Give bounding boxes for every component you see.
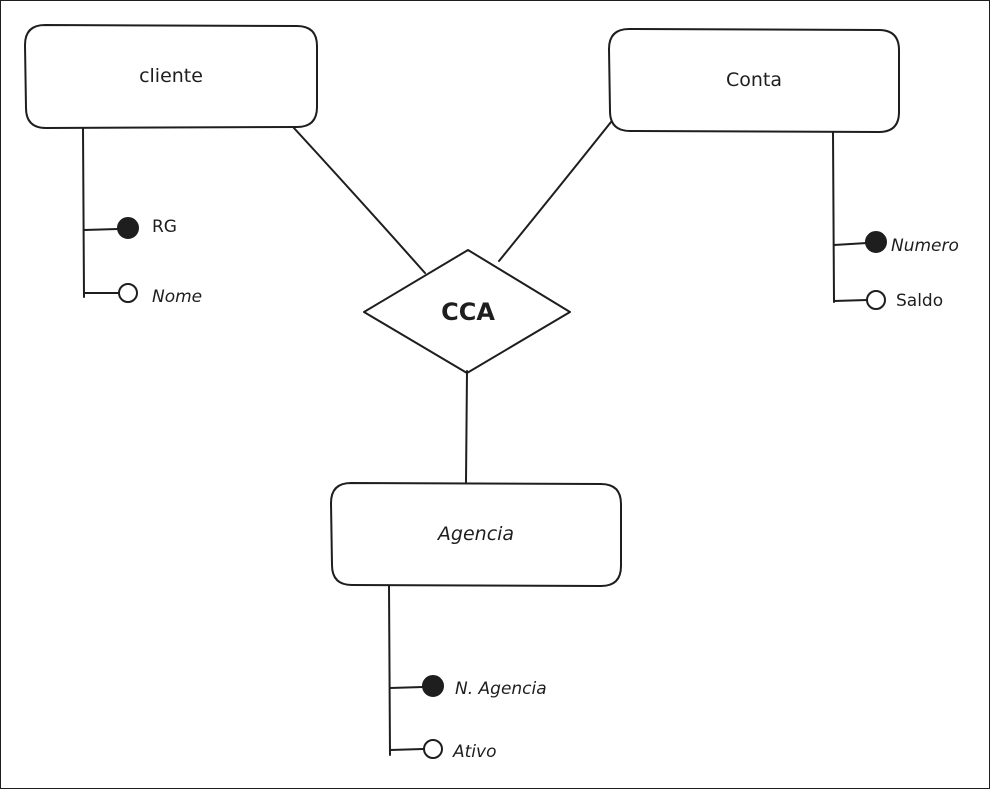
attribute-connector (389, 748, 424, 751)
attribute-connector (389, 686, 424, 689)
entity-cliente-label: cliente (139, 65, 203, 87)
attribute-marker-icon (866, 290, 886, 310)
attribute-connector (833, 242, 868, 246)
entity-agencia-label: Agencia (436, 523, 514, 545)
relationship-cca[interactable]: CCA (363, 249, 571, 374)
attribute-stem-agencia (388, 585, 391, 756)
attribute-stem-cliente (82, 127, 85, 298)
attribute-saldo[interactable]: Saldo (833, 290, 943, 311)
attribute-numero-label: Numero (891, 236, 959, 256)
relationship-diamond (363, 249, 571, 374)
entity-conta-box (608, 28, 900, 133)
attribute-nome-label: Nome (152, 287, 202, 307)
attribute-n-agencia-label: N. Agencia (455, 679, 547, 699)
attribute-connector (83, 228, 119, 231)
key-attribute-marker-icon (117, 217, 139, 239)
relationship-cca-label: CCA (441, 298, 495, 326)
attribute-n-agencia[interactable]: N. Agencia (389, 675, 547, 699)
attribute-marker-icon (423, 739, 443, 759)
entity-cliente[interactable]: cliente (24, 24, 318, 129)
entity-conta[interactable]: Conta (608, 28, 900, 133)
attribute-ativo-label: Ativo (452, 742, 496, 762)
entity-conta-label: Conta (726, 69, 782, 91)
attribute-connector (833, 299, 868, 302)
connector-cliente-cca (292, 126, 426, 274)
attributes-agencia: N. Agencia Ativo (388, 585, 547, 762)
attribute-saldo-label: Saldo (896, 291, 943, 311)
attribute-nome[interactable]: Nome (83, 283, 202, 307)
attribute-stem-conta (832, 131, 835, 303)
key-attribute-marker-icon (865, 231, 887, 253)
relationship-connectors (292, 121, 612, 483)
key-attribute-marker-icon (422, 675, 444, 697)
attribute-marker-icon (118, 283, 138, 303)
connector-cca-agencia (465, 370, 468, 483)
entity-agencia-box (330, 482, 622, 587)
attribute-ativo[interactable]: Ativo (389, 739, 496, 762)
attribute-rg-label: RG (152, 217, 177, 237)
entity-cliente-box (24, 24, 318, 129)
connector-conta-cca (498, 121, 612, 262)
attribute-rg[interactable]: RG (83, 217, 177, 239)
attribute-numero[interactable]: Numero (833, 231, 959, 256)
attributes-cliente: RG Nome (82, 127, 202, 307)
entity-agencia[interactable]: Agencia (330, 482, 622, 587)
attributes-conta: Numero Saldo (832, 131, 959, 311)
